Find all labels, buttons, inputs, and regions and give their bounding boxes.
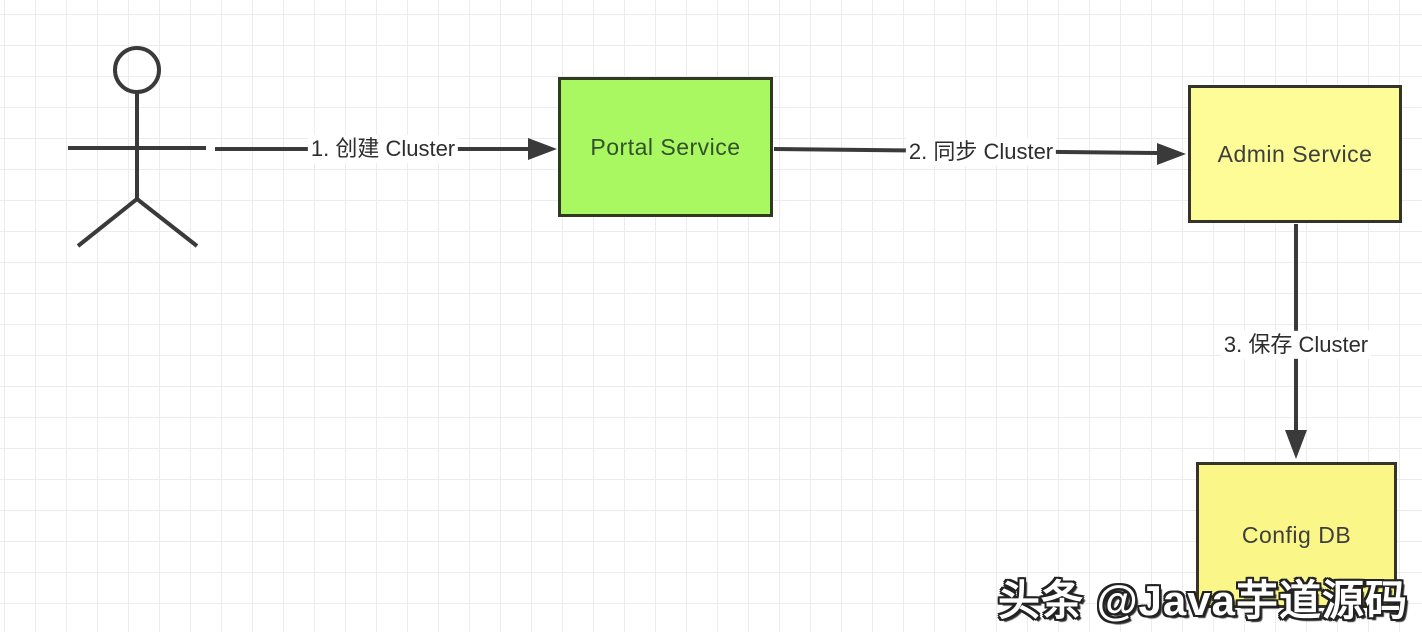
node-admin-service-label: Admin Service (1217, 140, 1373, 167)
node-portal-service-label: Portal Service (590, 133, 741, 160)
actor-head-icon (113, 46, 161, 94)
node-config-db-label: Config DB (1241, 521, 1352, 548)
node-config-db: Config DB (1196, 462, 1397, 608)
arrowhead-right-icon (1157, 143, 1186, 165)
edge-label-save-cluster: 3. 保存 Cluster (1220, 330, 1372, 360)
node-admin-service: Admin Service (1188, 85, 1402, 223)
watermark-text: 头条 @Java芋道源码 (997, 577, 1408, 624)
arrowhead-down-icon (1285, 430, 1307, 459)
edge-save-cluster (1285, 224, 1307, 459)
node-portal-service: Portal Service (558, 77, 773, 217)
actor-figure (68, 46, 206, 248)
actor-left-leg (76, 197, 139, 248)
edge-label-sync-cluster: 2. 同步 Cluster (905, 137, 1057, 167)
edge-label-create-cluster: 1. 创建 Cluster (307, 134, 459, 164)
actor-right-leg (135, 197, 199, 248)
arrowhead-right-icon (528, 138, 557, 160)
